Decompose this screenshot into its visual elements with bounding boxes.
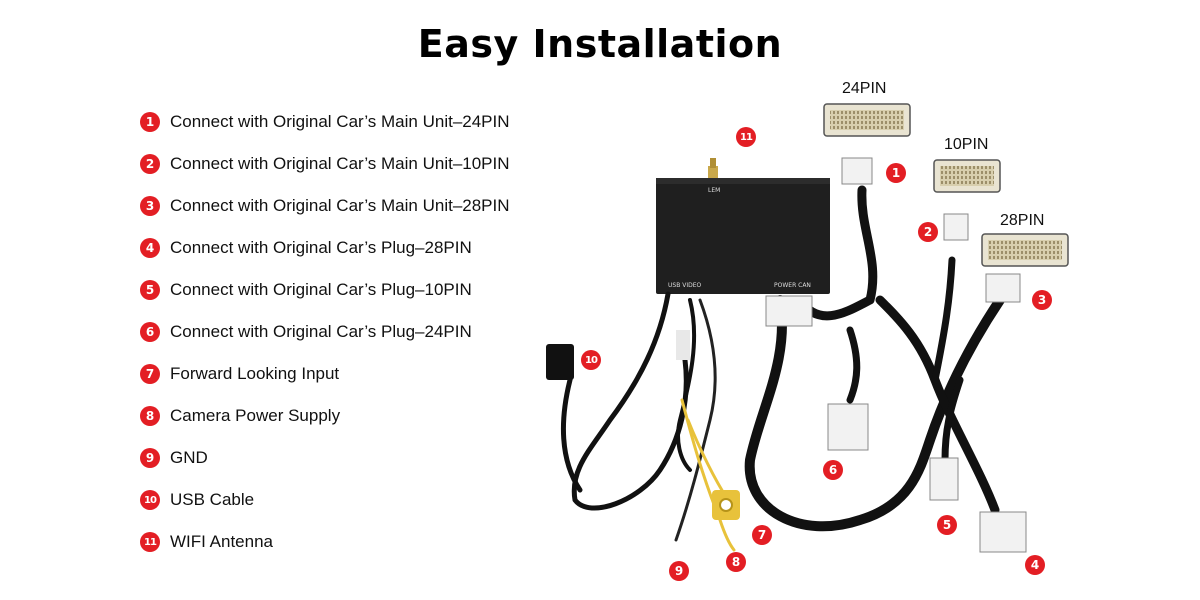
callout-badge: 5 [937,515,957,535]
callout-badge: 8 [726,552,746,572]
list-item: 6 Connect with Original Car’s Plug–24PIN [140,320,472,344]
connector-24pin-label: 24PIN [842,80,887,97]
plug-28pin-main [985,273,1021,303]
step-number-badge: 5 [140,280,160,300]
callout-badge: 3 [1032,290,1052,310]
connector-10pin-label: 10PIN [944,136,989,153]
usb-plug [546,344,574,380]
list-item: 9 GND [140,446,208,470]
step-label: Camera Power Supply [170,406,341,425]
callout-badge: 6 [823,460,843,480]
list-item: 4 Connect with Original Car’s Plug–28PIN [140,236,472,260]
list-item: 8 Camera Power Supply [140,404,340,428]
interface-module-box [656,178,830,294]
connector-10pin-image [933,159,1001,193]
step-label: WIFI Antenna [170,532,273,551]
connector-28pin-image [981,233,1069,267]
callout-badge: 4 [1025,555,1045,575]
step-number-badge: 3 [140,196,160,216]
callout-badge: 10 [581,350,601,370]
callout-badge: 9 [669,561,689,581]
list-item: 1 Connect with Original Car’s Main Unit–… [140,110,510,134]
page-title: Easy Installation [417,22,783,66]
callout-badge: 2 [918,222,938,242]
callout-badge: 1 [886,163,906,183]
left-cables [561,291,736,552]
list-item: 11 WIFI Antenna [140,530,273,554]
list-item: 2 Connect with Original Car’s Main Unit–… [140,152,510,176]
plug-24pin-main [841,157,873,185]
step-number-badge: 2 [140,154,160,174]
list-item: 5 Connect with Original Car’s Plug–10PIN [140,278,472,302]
step-number-badge: 11 [140,532,160,552]
connector-28pin-label: 28PIN [1000,212,1045,229]
step-label: Forward Looking Input [170,364,340,383]
step-label: Connect with Original Car’s Main Unit–24… [170,112,510,131]
list-item: 3 Connect with Original Car’s Main Unit–… [140,194,510,218]
list-item: 7 Forward Looking Input [140,362,339,386]
callout-badge: 11 [736,127,756,147]
callout-badge: 7 [752,525,772,545]
step-number-badge: 1 [140,112,160,132]
plug-28pin-car [979,511,1027,553]
step-label: USB Cable [170,490,255,509]
power-can-port-label: POWER CAN [774,282,811,289]
step-number-badge: 10 [140,490,160,510]
wifi-antenna [708,158,718,182]
plug-10pin-main [943,213,969,241]
module-power-plug [765,295,813,327]
step-number-badge: 7 [140,364,160,384]
step-label: Connect with Original Car’s Plug–10PIN [170,280,472,299]
usb-video-port-label: USB VIDEO [668,282,702,289]
step-number-badge: 4 [140,238,160,258]
step-number-badge: 6 [140,322,160,342]
list-item: 10 USB Cable [140,488,254,512]
step-label: Connect with Original Car’s Plug–24PIN [170,322,472,341]
cable-ferrite [676,330,690,360]
step-number-badge: 8 [140,406,160,426]
plug-24pin-car [827,403,869,451]
step-label: Connect with Original Car’s Main Unit–28… [170,196,510,215]
connector-24pin-image [823,103,911,137]
rca-jack [712,490,740,520]
main-harness [744,185,1005,532]
step-number-badge: 9 [140,448,160,468]
step-label: Connect with Original Car’s Main Unit–10… [170,154,510,173]
step-label: Connect with Original Car’s Plug–28PIN [170,238,472,257]
step-label: GND [170,448,208,467]
plug-10pin-car [929,457,959,501]
module-brand-label: LEM [708,187,721,194]
